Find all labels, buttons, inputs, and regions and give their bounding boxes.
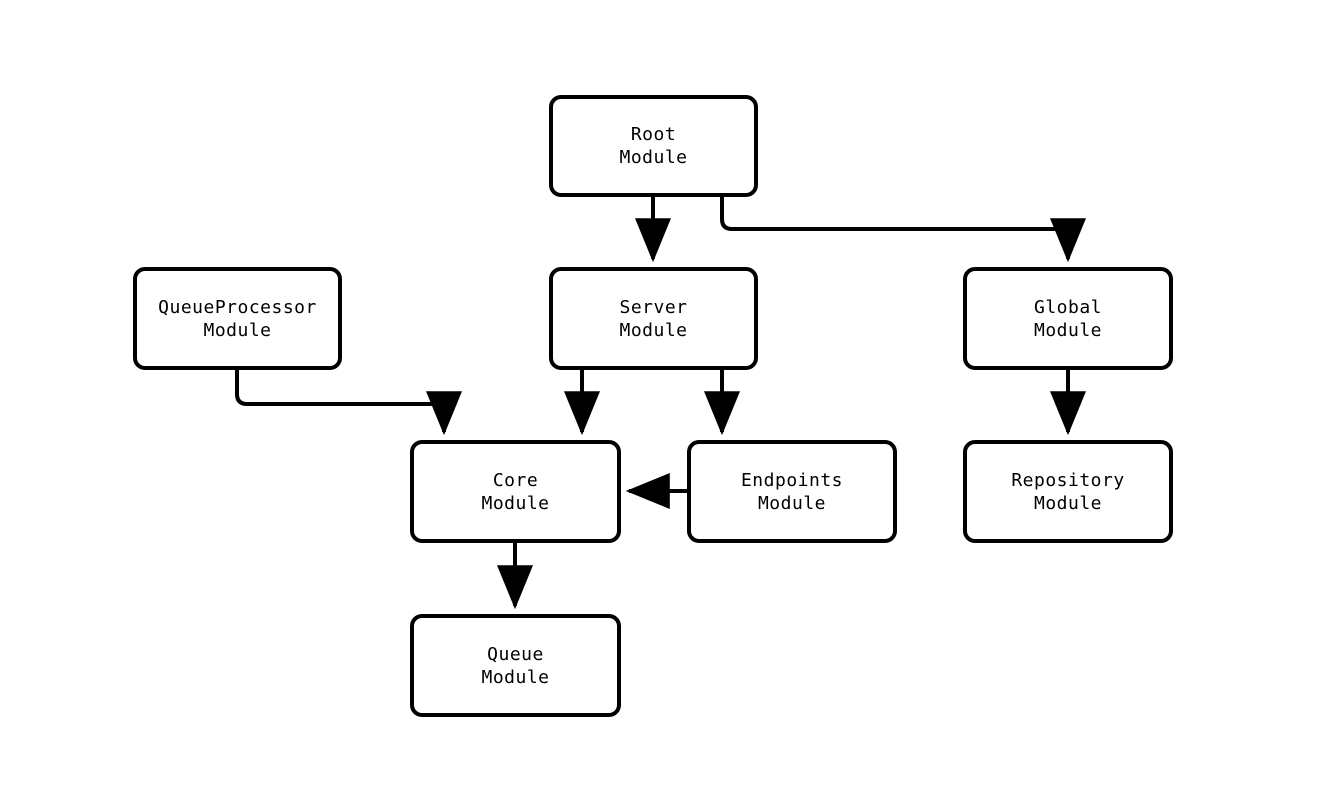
edge-queueprocessor-to-core: [235, 370, 462, 436]
node-server-module-label: Server Module: [619, 296, 688, 341]
node-server-module[interactable]: Server Module: [549, 267, 758, 370]
node-root-module[interactable]: Root Module: [549, 95, 758, 197]
node-repository-module[interactable]: Repository Module: [963, 440, 1173, 543]
node-queueprocessor-module-label: QueueProcessor Module: [158, 296, 317, 341]
node-repository-module-label: Repository Module: [1011, 469, 1125, 514]
node-global-module-label: Global Module: [1033, 296, 1103, 341]
node-global-module[interactable]: Global Module: [963, 267, 1173, 370]
node-root-module-label: Root Module: [619, 124, 688, 168]
node-queueprocessor-module[interactable]: QueueProcessor Module: [133, 267, 342, 370]
node-endpoints-module-label: Endpoints Module: [740, 469, 844, 514]
edge-root-to-global: [720, 197, 1086, 263]
node-queue-module-label: Queue Module: [481, 643, 550, 688]
node-core-module-label: Core Module: [481, 469, 550, 514]
node-queue-module[interactable]: Queue Module: [410, 614, 621, 717]
node-endpoints-module[interactable]: Endpoints Module: [687, 440, 897, 543]
node-core-module[interactable]: Core Module: [410, 440, 621, 543]
